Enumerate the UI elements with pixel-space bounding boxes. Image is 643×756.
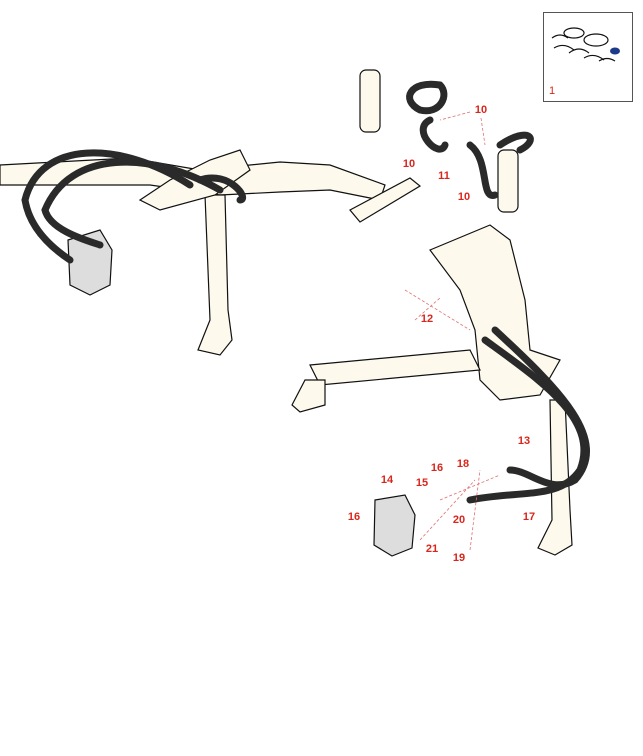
callout-19: 19 bbox=[452, 552, 466, 564]
frame-parts bbox=[0, 69, 573, 557]
callout-17: 17 bbox=[522, 511, 536, 523]
hoses bbox=[21, 80, 590, 504]
callout-14: 14 bbox=[380, 474, 394, 486]
kit-inset: 1 bbox=[543, 12, 633, 102]
callout-21: 21 bbox=[425, 543, 439, 555]
leader-lines bbox=[404, 111, 501, 551]
callout-10: 10 bbox=[402, 158, 416, 170]
callout-15: 15 bbox=[415, 477, 429, 489]
callout-10: 10 bbox=[457, 191, 471, 203]
seal-kit-icon bbox=[551, 27, 620, 62]
callout-16: 16 bbox=[347, 511, 361, 523]
callout-10: 10 bbox=[474, 104, 488, 116]
callout-1: 1 bbox=[549, 85, 556, 97]
callout-16: 16 bbox=[430, 462, 444, 474]
callout-20: 20 bbox=[452, 514, 466, 526]
callout-11: 11 bbox=[438, 170, 450, 182]
callout-18: 18 bbox=[456, 458, 470, 470]
callout-13: 13 bbox=[517, 435, 531, 447]
callout-12: 12 bbox=[420, 313, 434, 325]
